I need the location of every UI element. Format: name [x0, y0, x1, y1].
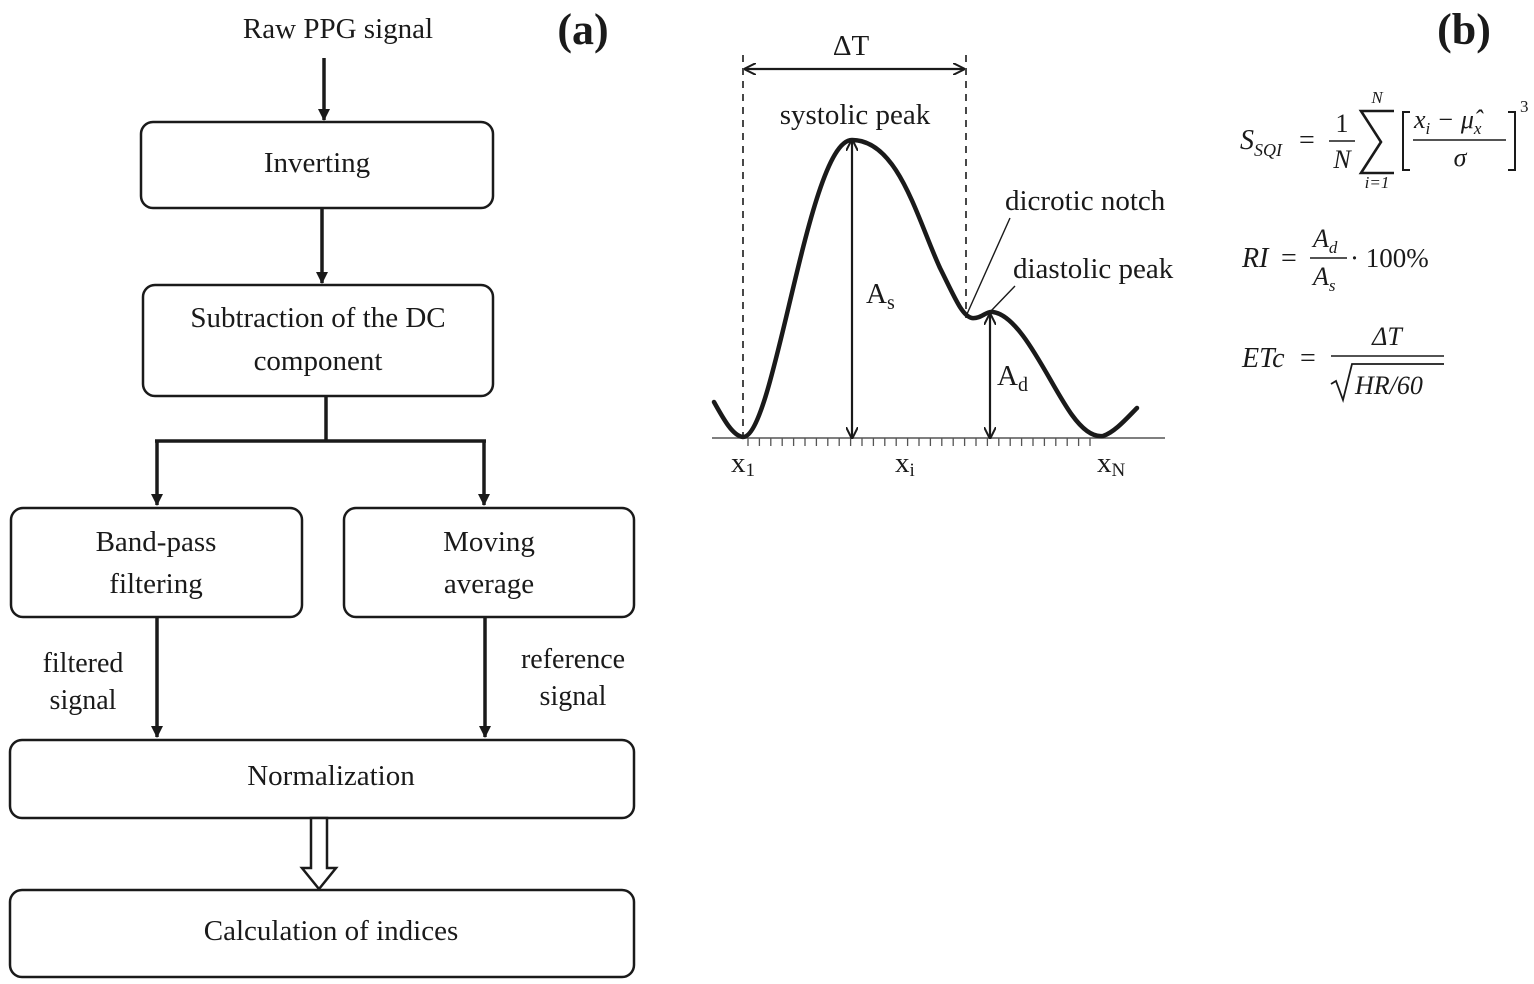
sqrt-symbol [1330, 363, 1444, 404]
numerator-x: x [1413, 105, 1426, 134]
filtered-signal-label-line2: signal [50, 685, 117, 716]
ssqi-equals: = [1299, 125, 1315, 156]
reference-signal-label-line1: reference [521, 644, 625, 675]
systolic-amplitude-symbol: A [866, 278, 887, 310]
numerator-x-subscript: i [1426, 119, 1431, 138]
bandpass-label-line2: filtering [109, 568, 202, 600]
inverting-label: Inverting [264, 147, 370, 179]
ssqi-subscript: SQI [1254, 140, 1283, 160]
sample-xn-symbol: x [1097, 447, 1112, 479]
systolic-peak-label: systolic peak [780, 99, 931, 131]
ssqi-one: 1 [1336, 109, 1349, 138]
ri-numerator-subscript: d [1329, 238, 1338, 257]
sum-symbol [1358, 109, 1394, 175]
panel-b-label: (b) [1437, 5, 1491, 54]
ri-equals: = [1281, 243, 1297, 274]
diastolic-peak-leader [989, 285, 1016, 313]
dicrotic-notch-leader [966, 217, 1011, 315]
sample-x1-subscript: 1 [746, 460, 756, 481]
sum-lower-limit: i=1 [1365, 173, 1390, 192]
bandpass-label-line1: Band-pass [96, 526, 217, 558]
diastolic-amplitude-symbol: A [997, 360, 1018, 392]
ssqi-lhs: SSQI [1240, 125, 1283, 160]
ssqi-formula: SSQI = 1 N N i=1 xi − μ̂x σ 3 [1240, 88, 1529, 192]
ri-numerator: Ad [1311, 224, 1338, 257]
right-bracket [1508, 111, 1516, 171]
delta-t-label: ΔT [833, 30, 870, 62]
formulas: SSQI = 1 N N i=1 xi − μ̂x σ 3 RI = Ad As… [1240, 88, 1529, 404]
panel-a-label: (a) [557, 5, 608, 54]
moving-average-node: Moving average [342, 506, 636, 619]
ssqi-sigma: σ [1454, 143, 1468, 172]
moving-average-label-line1: Moving [443, 526, 535, 558]
dc-subtraction-label-line2: component [254, 345, 383, 377]
ppg-waveform [711, 137, 1140, 440]
diastolic-peak-label: diastolic peak [1013, 253, 1174, 285]
ri-lhs: RI [1241, 243, 1270, 274]
ri-denominator-symbol: A [1311, 262, 1329, 291]
sample-xn-label: xN [1097, 447, 1126, 481]
dc-subtraction-node: Subtraction of the DC component [141, 283, 495, 398]
flowchart-panel: (a) Raw PPG signal Inverting Subtraction… [8, 5, 636, 979]
calculation-label: Calculation of indices [204, 915, 459, 947]
sample-x1-label: x1 [731, 447, 755, 481]
ri-numerator-symbol: A [1311, 224, 1329, 253]
sample-xi-label: xi [895, 447, 915, 481]
etc-denominator: HR/60 [1354, 371, 1423, 400]
normalization-node: Normalization [8, 738, 636, 820]
calculation-node: Calculation of indices [8, 888, 636, 979]
ri-denominator: As [1311, 262, 1336, 295]
dc-subtraction-label-line1: Subtraction of the DC [190, 302, 445, 334]
split-connector [151, 396, 490, 506]
reference-signal-label-line2: signal [540, 681, 607, 712]
diastolic-amplitude-subscript: d [1018, 374, 1028, 396]
bandpass-node: Band-pass filtering [9, 506, 304, 619]
sample-ticks [747, 438, 1091, 446]
sample-x1-symbol: x [731, 447, 746, 479]
diastolic-amplitude-label: Ad [997, 360, 1028, 396]
ri-multiplier: · 100% [1350, 243, 1429, 273]
ssqi-n: N [1332, 145, 1352, 174]
sample-xi-subscript: i [910, 460, 915, 481]
systolic-amplitude-label: As [866, 278, 895, 314]
etc-lhs: ETc [1241, 343, 1285, 374]
moving-average-label-line2: average [444, 568, 534, 600]
filtered-signal-label-line1: filtered [43, 648, 124, 679]
sum-upper-limit: N [1370, 88, 1384, 107]
ssqi-power: 3 [1520, 97, 1529, 116]
systolic-amplitude-subscript: s [887, 292, 895, 314]
inverting-node: Inverting [139, 120, 495, 210]
waveform-panel: (b) ΔT As Ad systolic peak dicrotic notc… [711, 5, 1491, 481]
left-bracket [1402, 111, 1410, 171]
mean-subscript: x [1473, 119, 1482, 138]
etc-numerator: ΔT [1371, 322, 1403, 351]
dicrotic-notch-label: dicrotic notch [1005, 185, 1166, 217]
etc-equals: = [1300, 343, 1316, 374]
sample-xn-subscript: N [1112, 460, 1126, 481]
ri-denominator-subscript: s [1329, 276, 1336, 295]
normalization-label: Normalization [247, 760, 415, 792]
raw-ppg-signal-label: Raw PPG signal [243, 13, 433, 45]
arrow-normalization-to-calculation [299, 816, 339, 891]
ssqi-numerator: xi − μ̂x [1413, 105, 1484, 138]
ri-formula: RI = Ad As · 100% [1241, 224, 1429, 295]
etc-formula: ETc = ΔT HR/60 [1241, 322, 1444, 404]
ssqi-symbol: S [1240, 125, 1254, 156]
sample-xi-symbol: x [895, 447, 910, 479]
